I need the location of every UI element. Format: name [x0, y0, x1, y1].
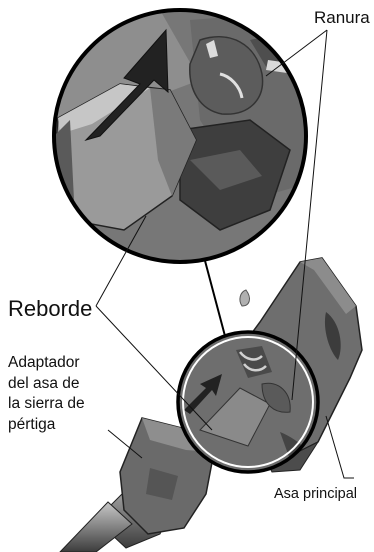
adaptador-label-line: del asa de	[8, 374, 80, 392]
leader-lines	[95, 29, 354, 479]
asa-principal-label: Asa principal	[274, 486, 358, 502]
ranura-label: Ranura	[314, 8, 370, 27]
ranura-leader	[265, 29, 328, 401]
detail-small-circle	[176, 330, 320, 474]
adaptador-label-line: pértiga	[8, 415, 56, 433]
adaptador-label-line: Adaptador	[8, 354, 80, 371]
magnify-connector-line	[203, 256, 226, 337]
adaptador-label-line: la sierra de	[8, 395, 85, 412]
reborde-label: Reborde	[8, 296, 93, 321]
magnified-detail-circle	[52, 8, 308, 264]
direction-arrow-large	[84, 28, 169, 141]
reborde-leader	[95, 215, 213, 431]
adaptador-label: Adaptador del asa de la sierra de pértig…	[8, 353, 128, 435]
direction-arrow-small	[184, 374, 222, 414]
adaptador-leader	[107, 429, 143, 459]
asa-principal-leader	[325, 415, 354, 479]
pole-saw-adapter	[59, 415, 247, 552]
